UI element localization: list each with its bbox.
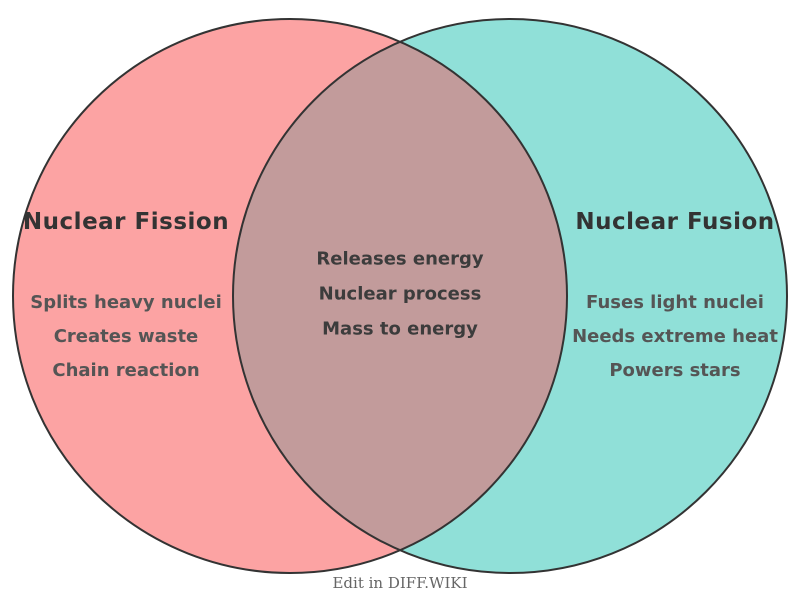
intersection-item: Nuclear process	[318, 283, 482, 305]
fission-circle-outline	[12, 18, 568, 574]
fission-item: Creates waste	[53, 326, 199, 347]
fusion-circle-outline	[232, 18, 788, 574]
fusion-item-list: Fuses light nuclei Needs extreme heat Po…	[572, 286, 778, 388]
intersection-item: Releases energy	[316, 248, 484, 270]
fission-item: Splits heavy nuclei	[30, 292, 222, 313]
fission-item-list: Splits heavy nuclei Creates waste Chain …	[30, 286, 222, 388]
fission-title: Nuclear Fission	[22, 209, 230, 235]
fusion-item: Needs extreme heat	[572, 326, 778, 347]
intersection-item: Mass to energy	[322, 318, 478, 340]
fusion-title: Nuclear Fusion	[575, 209, 775, 235]
intersection-item-list: Releases energy Nuclear process Mass to …	[316, 242, 483, 347]
edit-in-diffwiki-link[interactable]: Edit in DIFF.WIKI	[332, 574, 468, 592]
intersection-region-fill	[233, 19, 567, 573]
fusion-item: Powers stars	[609, 360, 741, 381]
fission-item: Chain reaction	[52, 360, 200, 381]
fusion-item: Fuses light nuclei	[586, 292, 764, 313]
